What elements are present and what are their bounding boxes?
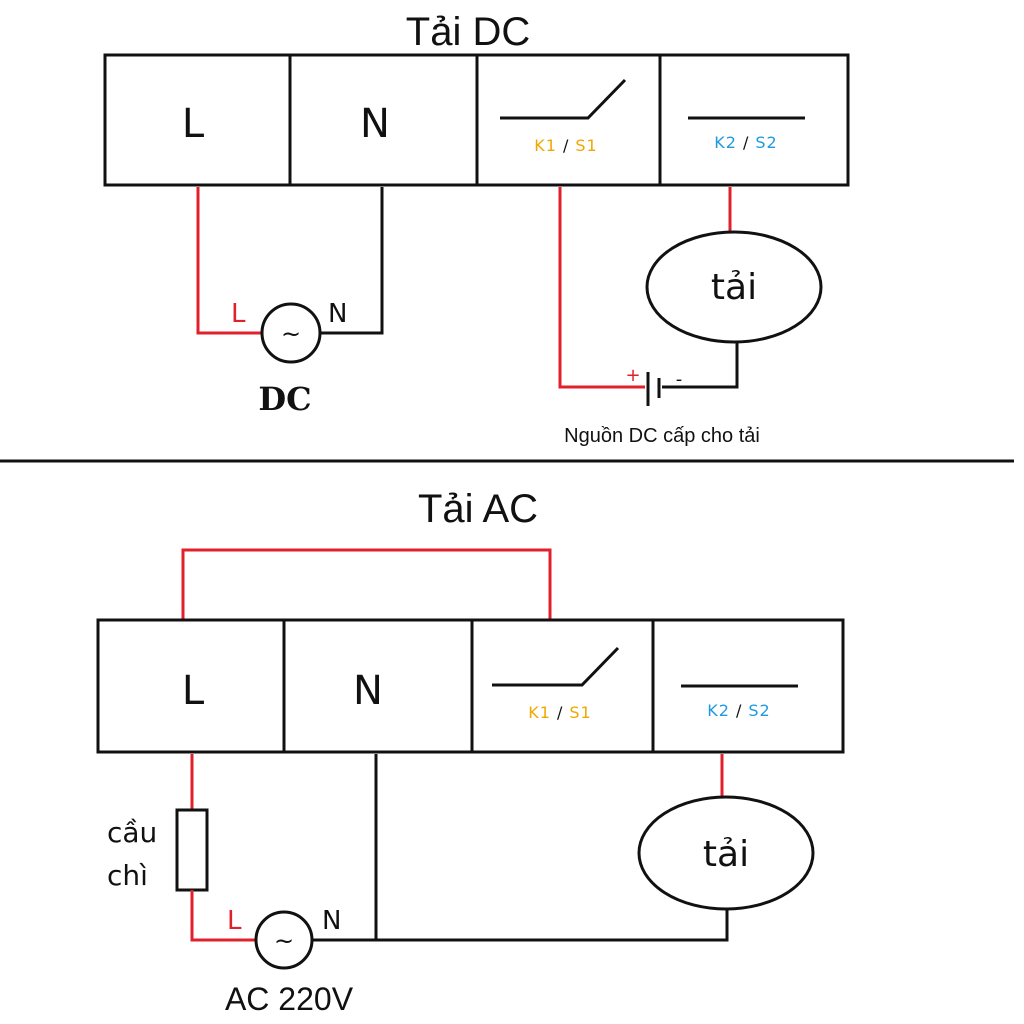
dc-k2s2-label: K2 / S2 — [714, 133, 777, 152]
dc-title: Tải DC — [406, 10, 530, 54]
ac-wire-return — [312, 909, 729, 942]
ac-wire-l-label: L — [227, 906, 242, 936]
dc-wire-n — [320, 187, 384, 335]
dc-s2-label: S2 — [755, 133, 777, 152]
dc-wire-k1-battery — [558, 187, 645, 389]
dc-k1s1-label: K1 / S1 — [534, 136, 597, 155]
ac-section: Tải AC L N K1 / S1 K2 / S2 cầu chì L ~ N AC … — [96, 487, 845, 1017]
dc-load-ellipse — [645, 230, 823, 344]
ac-title: Tải AC — [418, 487, 538, 531]
ac-k1-label: K1 — [528, 703, 551, 722]
dc-wire-n-label: N — [328, 299, 347, 329]
dc-battery-note: Nguồn DC cấp cho tải — [564, 425, 760, 447]
ac-fuse-label-line2: chì — [107, 859, 148, 892]
dc-terminal-l-label: L — [182, 101, 205, 147]
dc-k2-label: K2 — [714, 133, 737, 152]
ac-fuse-label-line1: cầu — [107, 816, 157, 849]
dc-terminal-block — [103, 53, 850, 187]
ac-k1-slash: / — [557, 703, 563, 722]
ac-wire-fuse-to-source — [190, 890, 256, 942]
dc-source-circle — [260, 302, 322, 364]
ac-fuse — [175, 808, 209, 892]
ac-wire-l-k1-jumper — [181, 548, 552, 620]
dc-section: Tải DC L N K1 / S1 K2 / S2 L N ~ DC tải — [103, 10, 850, 447]
ac-k2-label: K2 — [707, 701, 730, 720]
ac-terminal-l-label: L — [182, 668, 205, 714]
ac-terminal-n-label: N — [353, 668, 383, 714]
dc-source-label: DC — [258, 380, 311, 418]
ac-load-ellipse — [637, 795, 815, 911]
dc-terminal-k2 — [658, 53, 850, 187]
dc-wire-l — [196, 187, 262, 335]
dc-k1-switch-symbol — [500, 78, 627, 120]
ac-load-label: tải — [703, 834, 749, 875]
ac-k2-slash: / — [736, 701, 742, 720]
ac-s2-label: S2 — [748, 701, 770, 720]
ac-k1-switch-symbol — [492, 646, 620, 687]
ac-source-symbol: ~ — [274, 927, 294, 955]
dc-k1-label: K1 — [534, 136, 557, 155]
ac-k2s2-label: K2 / S2 — [707, 701, 770, 720]
dc-terminal-n-label: N — [360, 101, 390, 147]
ac-terminal-k2 — [651, 618, 845, 754]
dc-k2-slash: / — [743, 133, 749, 152]
dc-source-symbol: ~ — [281, 320, 301, 348]
dc-s1-label: S1 — [575, 136, 597, 155]
ac-s1-label: S1 — [569, 703, 591, 722]
dc-k1-slash: / — [563, 136, 569, 155]
dc-wire-load-battery — [662, 342, 739, 389]
ac-terminal-block — [96, 618, 845, 754]
dc-battery-minus: - — [676, 369, 683, 390]
dc-load-label: tải — [711, 267, 757, 308]
ac-wire-n-label: N — [322, 906, 341, 936]
ac-source-label: AC 220V — [225, 981, 354, 1017]
dc-wire-l-label: L — [231, 299, 246, 329]
dc-terminal-k1 — [475, 53, 662, 187]
dc-battery-plus: + — [625, 365, 640, 386]
ac-k1s1-label: K1 / S1 — [528, 703, 591, 722]
